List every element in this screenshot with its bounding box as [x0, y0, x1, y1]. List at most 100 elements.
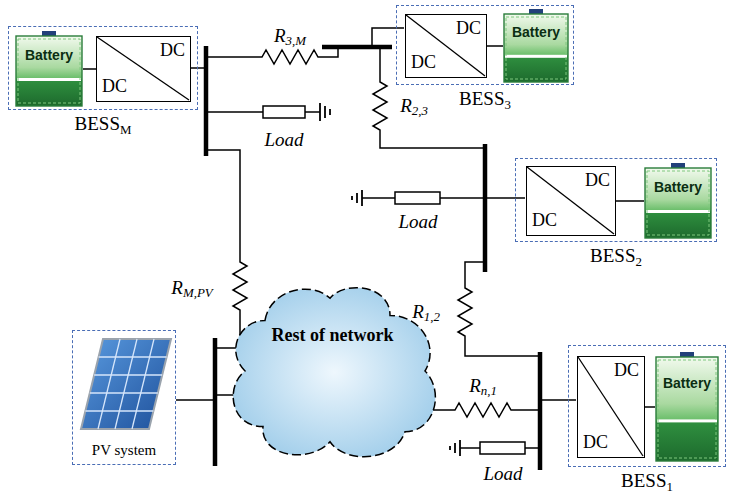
- battery-label: Battery: [25, 48, 73, 63]
- load-symbol: [263, 106, 305, 118]
- bus-bar: [213, 338, 218, 466]
- text-main: BESS: [590, 245, 635, 266]
- cloud-label: Rest of network: [272, 326, 394, 346]
- pv-cell-line: [90, 392, 158, 393]
- pv-cell-line: [99, 356, 167, 357]
- text-subscript: M,PV: [183, 285, 213, 300]
- converter-diagonal: [97, 37, 189, 100]
- wire: [440, 197, 485, 199]
- ground-symbol: [449, 446, 451, 450]
- wire: [372, 28, 404, 47]
- resistor-label: R2,3: [400, 96, 428, 117]
- pv-cell-line: [115, 339, 137, 429]
- resistor-symbol: [432, 403, 540, 417]
- load-symbol: [395, 192, 440, 204]
- battery-drawing: [503, 9, 569, 83]
- wire: [305, 111, 320, 113]
- wire: [485, 197, 525, 199]
- battery-symbol: Battery: [655, 352, 719, 462]
- battery-drawing: [15, 31, 83, 107]
- ground-symbol: [329, 109, 331, 115]
- ground-symbol: [454, 443, 456, 453]
- text-subscript: 3: [504, 97, 510, 112]
- pv-cell-line: [94, 374, 162, 375]
- converter-label: DC: [411, 53, 436, 73]
- wire: [176, 399, 215, 401]
- wire: [460, 447, 480, 449]
- text-main: BESS: [459, 88, 504, 109]
- battery-symbol: Battery: [15, 31, 83, 107]
- battery-terminal: [529, 9, 543, 14]
- dc-dc-converter-box: DC DC: [405, 14, 487, 78]
- converter-label: DC: [532, 211, 557, 231]
- battery-terminal: [42, 31, 56, 36]
- bus-bar: [204, 46, 209, 156]
- text-subscript: 2: [635, 254, 641, 269]
- pv-cell-line: [85, 410, 153, 411]
- resistor-label: Rn,1: [469, 376, 497, 397]
- dc-dc-converter-box: DC DC: [577, 356, 645, 458]
- pv-label: PV system: [92, 442, 156, 459]
- network-cloud: Rest of network: [225, 280, 440, 462]
- battery-band: [646, 210, 710, 213]
- ground-symbol: [356, 193, 358, 203]
- resistor-symbol: [206, 150, 247, 348]
- text-subscript: 2,3: [412, 103, 428, 118]
- resistor-symbol: [206, 47, 338, 64]
- bus-bar: [322, 45, 392, 50]
- pv-cell-line: [132, 339, 154, 429]
- resistor-label: R3,M: [274, 26, 306, 47]
- battery-symbol: Battery: [644, 163, 712, 239]
- cloud-drawing: [225, 280, 440, 462]
- connector-wire: [645, 406, 655, 408]
- ground-symbol: [319, 103, 321, 121]
- battery-body: [16, 36, 82, 106]
- wire: [362, 197, 395, 199]
- battery-terminal: [680, 352, 694, 357]
- wire: [190, 67, 206, 69]
- converter-label: DC: [160, 41, 185, 61]
- text-subscript: 1: [666, 479, 672, 494]
- load-label: Load: [398, 212, 437, 233]
- wire: [206, 111, 263, 113]
- load-label: Load: [264, 130, 303, 151]
- resistor-symbol: [458, 262, 540, 356]
- battery-symbol: Battery: [503, 9, 569, 83]
- storage-unit-box: BESS2DCDCBattery: [515, 158, 717, 242]
- cloud-outline: [233, 288, 435, 457]
- battery-outline: [506, 17, 566, 79]
- battery-outline: [647, 171, 709, 235]
- converter-label: DC: [583, 433, 608, 453]
- dc-dc-converter-box: DC DC: [526, 166, 616, 236]
- battery-body: [656, 357, 718, 461]
- unit-name: BESSM: [75, 114, 132, 135]
- text-main: R: [469, 375, 481, 396]
- resistor-label: R1,2: [412, 302, 440, 323]
- unit-name: BESS1: [621, 471, 673, 492]
- converter-diagonal: [406, 15, 485, 76]
- storage-unit-box: BESSMBatteryDCDC: [8, 26, 198, 110]
- converter-label: DC: [585, 171, 610, 191]
- battery-terminal: [671, 163, 685, 168]
- resistor-label: RM,PV: [171, 278, 212, 299]
- converter-label: DC: [102, 77, 127, 97]
- pv-cell-line: [98, 339, 120, 429]
- battery-outline: [18, 39, 80, 103]
- battery-drawing: [644, 163, 712, 239]
- converter-label: DC: [614, 361, 639, 381]
- unit-name: BESS2: [590, 246, 642, 267]
- text-main: R: [274, 25, 286, 46]
- text-subscript: 3,M: [286, 33, 306, 48]
- converter-label: DC: [456, 19, 481, 39]
- bus-bar: [483, 144, 488, 272]
- text-main: R: [171, 277, 183, 298]
- converter-diagonal: [527, 167, 614, 234]
- text-subscript: M: [120, 122, 131, 137]
- ground-symbol: [351, 196, 353, 200]
- storage-unit-box: BESS3DCDCBattery: [396, 5, 574, 85]
- ground-symbol: [361, 190, 363, 206]
- converter-diagonal: [578, 357, 643, 456]
- connector-wire: [487, 45, 503, 47]
- wire: [540, 399, 576, 401]
